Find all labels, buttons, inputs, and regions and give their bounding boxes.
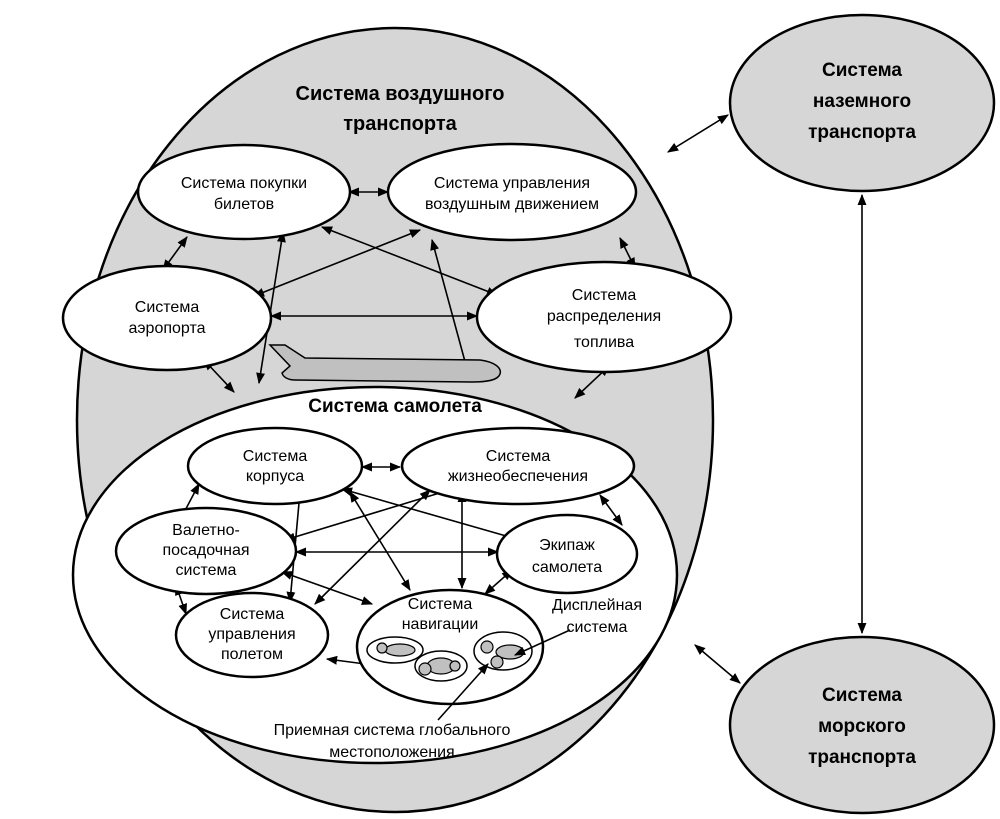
airport-system-node	[61, 264, 273, 372]
landing-system-label-2: посадочная	[162, 542, 249, 559]
navigation-subsystems	[366, 631, 533, 682]
landing-system-label-1: Валетно-	[172, 522, 240, 539]
gps-pointer	[437, 663, 489, 721]
ticket-system-label-2: билетов	[214, 196, 274, 213]
air-system-connections	[162, 187, 636, 399]
hull-system-label-2: корпуса	[246, 468, 304, 485]
airport-system-label-2: аэропорта	[128, 320, 205, 337]
navigation-label-2: навигации	[402, 616, 479, 633]
ticket-system-label-1: Система покупки	[181, 175, 307, 192]
display-system-pointer	[513, 629, 571, 656]
crew-label-1: Экипаж	[539, 537, 595, 554]
flight-control-label-3: полетом	[221, 646, 283, 663]
hull-system-label-1: Система	[243, 448, 308, 465]
airport-system-label-1: Система	[135, 299, 200, 316]
atc-system-node	[386, 142, 638, 242]
landing-system-label-3: система	[176, 562, 237, 579]
sea-transport-label-1: Система	[822, 685, 902, 706]
sea-transport-label-2: морского	[818, 716, 906, 737]
life-support-label-1: Система	[486, 448, 551, 465]
sea-transport-label-3: транспорта	[808, 747, 916, 768]
flight-control-label-2: управления	[208, 626, 295, 643]
aircraft-system-title: Система самолета	[308, 396, 482, 417]
outer-connections	[667, 114, 867, 684]
gps-caption-1: Приемная система глобального	[274, 722, 511, 739]
ground-transport-node	[728, 13, 996, 193]
fuel-system-node	[475, 260, 733, 374]
life-support-label-2: жизнеобеспечения	[448, 468, 588, 485]
ticket-system-node	[136, 143, 352, 241]
life-support-node	[400, 426, 636, 506]
gps-caption-2: местоположения	[329, 744, 454, 761]
atc-system-label-1: Система управления	[434, 175, 590, 192]
ground-transport-label-2: наземного	[813, 91, 911, 112]
ground-transport-label-1: Система	[822, 60, 902, 81]
fuel-system-label-2: распределения	[547, 308, 661, 325]
ground-transport-label-3: транспорта	[808, 122, 916, 143]
crew-node	[495, 513, 639, 595]
navigation-node	[355, 588, 545, 706]
flight-control-label-1: Система	[220, 606, 285, 623]
air-transport-title: Система воздушного	[296, 83, 505, 105]
fuel-system-label-1: Система	[572, 287, 637, 304]
fuel-system-label-3: топлива	[574, 334, 634, 351]
air-transport-title-2: транспорта	[343, 113, 457, 135]
landing-system-node	[114, 506, 298, 596]
crew-label-2: самолета	[532, 559, 602, 576]
display-system-label-2: система	[567, 619, 628, 636]
atc-system-label-2: воздушным движением	[425, 196, 599, 213]
display-system-label-1: Дисплейная	[552, 597, 642, 614]
flight-control-node	[174, 591, 330, 679]
sea-transport-node	[728, 635, 996, 815]
navigation-label-1: Система	[408, 596, 473, 613]
hull-system-node	[186, 426, 364, 506]
airplane-icon	[268, 344, 502, 383]
